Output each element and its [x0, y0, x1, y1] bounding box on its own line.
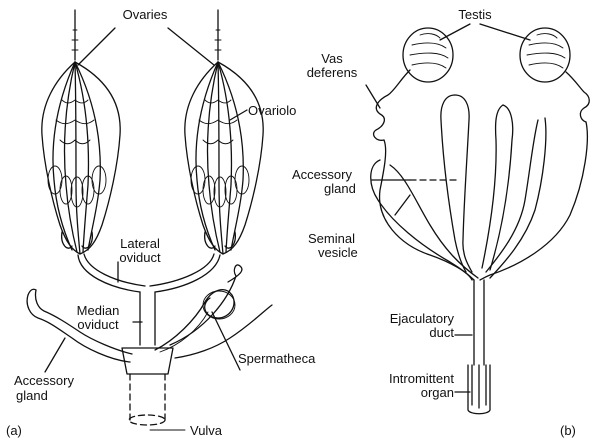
left-testis	[403, 28, 453, 82]
median-oviduct	[140, 292, 155, 345]
vas-deferens	[374, 70, 590, 280]
label-seminal-vesicle-2: vesicle	[318, 246, 358, 260]
label-intromittent-organ-2: organ	[366, 386, 454, 400]
label-accessory-gland-b-1: Accessory	[292, 168, 352, 182]
label-median-oviduct-2: oviduct	[62, 318, 134, 332]
label-seminal-vesicle-1: Seminal	[308, 232, 355, 246]
label-ejaculatory-duct-2: duct	[366, 326, 454, 340]
label-ovariole: Ovariolo	[248, 104, 296, 118]
right-ovary	[185, 10, 263, 254]
right-testis	[520, 28, 570, 82]
intromittent-organ	[468, 365, 490, 414]
left-ovary	[42, 10, 120, 254]
label-accessory-gland-a-2: gland	[16, 389, 48, 403]
panel-a-tag: (a)	[6, 424, 22, 438]
ejaculatory-duct	[474, 280, 484, 365]
label-accessory-gland-b-2: gland	[324, 182, 356, 196]
male-reproductive-system	[366, 24, 589, 414]
female-reproductive-system	[27, 10, 272, 430]
label-lateral-oviduct-2: oviduct	[104, 251, 176, 265]
label-accessory-gland-a-1: Accessory	[14, 374, 74, 388]
label-lateral-oviduct-1: Lateral	[104, 237, 176, 251]
label-testis: Testis	[440, 8, 510, 22]
label-intromittent-organ-1: Intromittent	[366, 372, 454, 386]
label-vas-deferens-1: Vas	[296, 52, 368, 66]
label-ejaculatory-duct-1: Ejaculatory	[366, 312, 454, 326]
panel-b-tag: (b)	[560, 424, 576, 438]
label-ovaries: Ovaries	[110, 8, 180, 22]
label-median-oviduct-1: Median	[62, 304, 134, 318]
label-vulva: Vulva	[190, 424, 222, 438]
label-vas-deferens-2: deferens	[296, 66, 368, 80]
vagina	[122, 348, 185, 430]
male-accessory-glands	[441, 95, 546, 278]
label-spermatheca: Spermatheca	[238, 352, 315, 366]
